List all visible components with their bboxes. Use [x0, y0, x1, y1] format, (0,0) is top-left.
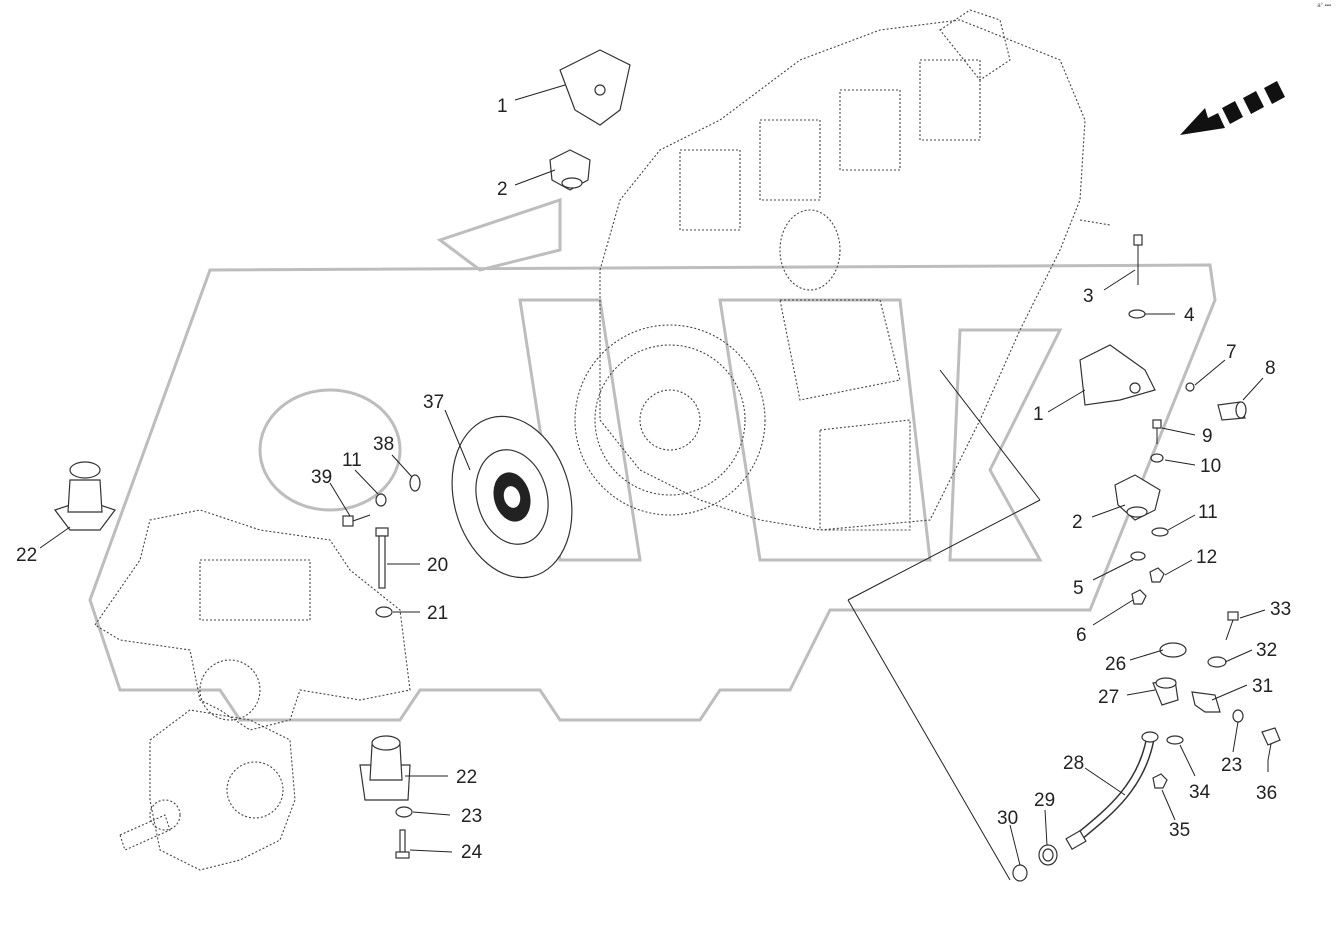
- callout-39: 39: [311, 467, 332, 488]
- callout-31: 31: [1252, 676, 1273, 697]
- part-nut-12: [1149, 567, 1165, 583]
- callout-30: 30: [997, 808, 1018, 829]
- callout-7: 7: [1226, 342, 1237, 363]
- callout-37: 37: [423, 392, 444, 413]
- callout-27: 27: [1098, 687, 1119, 708]
- callout-29: 29: [1034, 790, 1055, 811]
- callout-34: 34: [1189, 782, 1211, 803]
- assembly-lines: [847, 369, 1041, 881]
- part-washer-34: [1166, 735, 1184, 745]
- part-washer-32: [1207, 656, 1227, 668]
- callout-8: 8: [1265, 358, 1276, 379]
- watermark-logo: [88, 197, 1217, 722]
- callout-33: 33: [1270, 599, 1291, 620]
- part-flange-26: [1159, 642, 1187, 658]
- callout-12: 12: [1196, 547, 1217, 568]
- callout-1-upper: 1: [497, 96, 508, 117]
- callout-32: 32: [1256, 640, 1277, 661]
- part-bolt-36: [1261, 727, 1281, 761]
- part-rubber-mount-lower: [1114, 474, 1161, 521]
- part-bolt-20: [375, 527, 389, 589]
- callout-11-left: 11: [342, 450, 362, 471]
- callout-labels: 1 2 3 4 7 8 1 9 10 2 11 12 5 6 33 26 32 …: [16, 96, 1291, 863]
- part-bolt-39: [342, 514, 371, 527]
- callout-22-bottom: 22: [456, 767, 477, 788]
- direction-arrow-icon: [1180, 81, 1285, 135]
- callout-23-right: 23: [1221, 755, 1242, 776]
- part-washer-11a: [375, 493, 387, 507]
- callout-35: 35: [1169, 820, 1190, 841]
- part-bracket-31: [1191, 691, 1221, 713]
- part-washer-10: [1150, 453, 1164, 463]
- part-oring-30: [1012, 864, 1028, 882]
- part-bolt-9: [1152, 419, 1162, 444]
- part-fitting-29: [1038, 844, 1058, 866]
- part-washer-4: [1128, 309, 1146, 319]
- part-bolt-24: [395, 829, 410, 859]
- engine-block: [574, 9, 1111, 531]
- part-washer-38: [409, 474, 421, 492]
- part-bolt-33: [1225, 611, 1239, 641]
- callout-28: 28: [1063, 753, 1084, 774]
- callout-11-right: 11: [1198, 502, 1218, 523]
- part-engine-mount-bracket-upper: [559, 49, 631, 126]
- callout-26: 26: [1105, 654, 1126, 675]
- callout-24: 24: [461, 842, 483, 863]
- callout-10: 10: [1200, 456, 1221, 477]
- part-hose-28: [1065, 731, 1159, 851]
- callout-36: 36: [1256, 783, 1277, 804]
- callout-3: 3: [1083, 286, 1094, 307]
- callout-22-left: 22: [16, 545, 37, 566]
- part-washer-23a: [395, 806, 413, 818]
- callout-23-left: 23: [461, 806, 482, 827]
- callout-4: 4: [1184, 305, 1195, 326]
- callout-20: 20: [427, 555, 448, 576]
- part-nut-6: [1131, 589, 1147, 605]
- callout-5: 5: [1073, 578, 1084, 599]
- part-nut-35: [1152, 773, 1168, 789]
- callout-2-upper: 2: [497, 179, 508, 200]
- part-washer-21: [375, 606, 393, 618]
- part-sleeve-8: [1217, 401, 1247, 421]
- gearbox: [94, 509, 411, 871]
- part-ring-7: [1185, 382, 1195, 392]
- part-fitting-27: [1152, 677, 1179, 706]
- part-clutch-disc-37: [451, 415, 573, 579]
- part-washer-11b: [1151, 527, 1169, 537]
- part-washer-23b: [1232, 709, 1244, 723]
- part-engine-mount-bracket-lower: [1079, 344, 1156, 406]
- callout-2-lower: 2: [1072, 512, 1083, 533]
- callout-6: 6: [1076, 625, 1087, 646]
- part-gearbox-mount-22b: [359, 735, 411, 801]
- part-bolt-3: [1133, 234, 1143, 285]
- callout-1-lower: 1: [1033, 404, 1044, 425]
- leader-lines: [39, 84, 1269, 866]
- callout-21: 21: [427, 603, 448, 624]
- corner-code: a° ▪▪▪: [1317, 3, 1331, 9]
- part-gearbox-mount-22a: [54, 461, 116, 531]
- part-rubber-mount-upper: [549, 149, 591, 191]
- part-washer-5: [1130, 551, 1146, 561]
- callout-38: 38: [373, 434, 394, 455]
- callout-9: 9: [1202, 426, 1213, 447]
